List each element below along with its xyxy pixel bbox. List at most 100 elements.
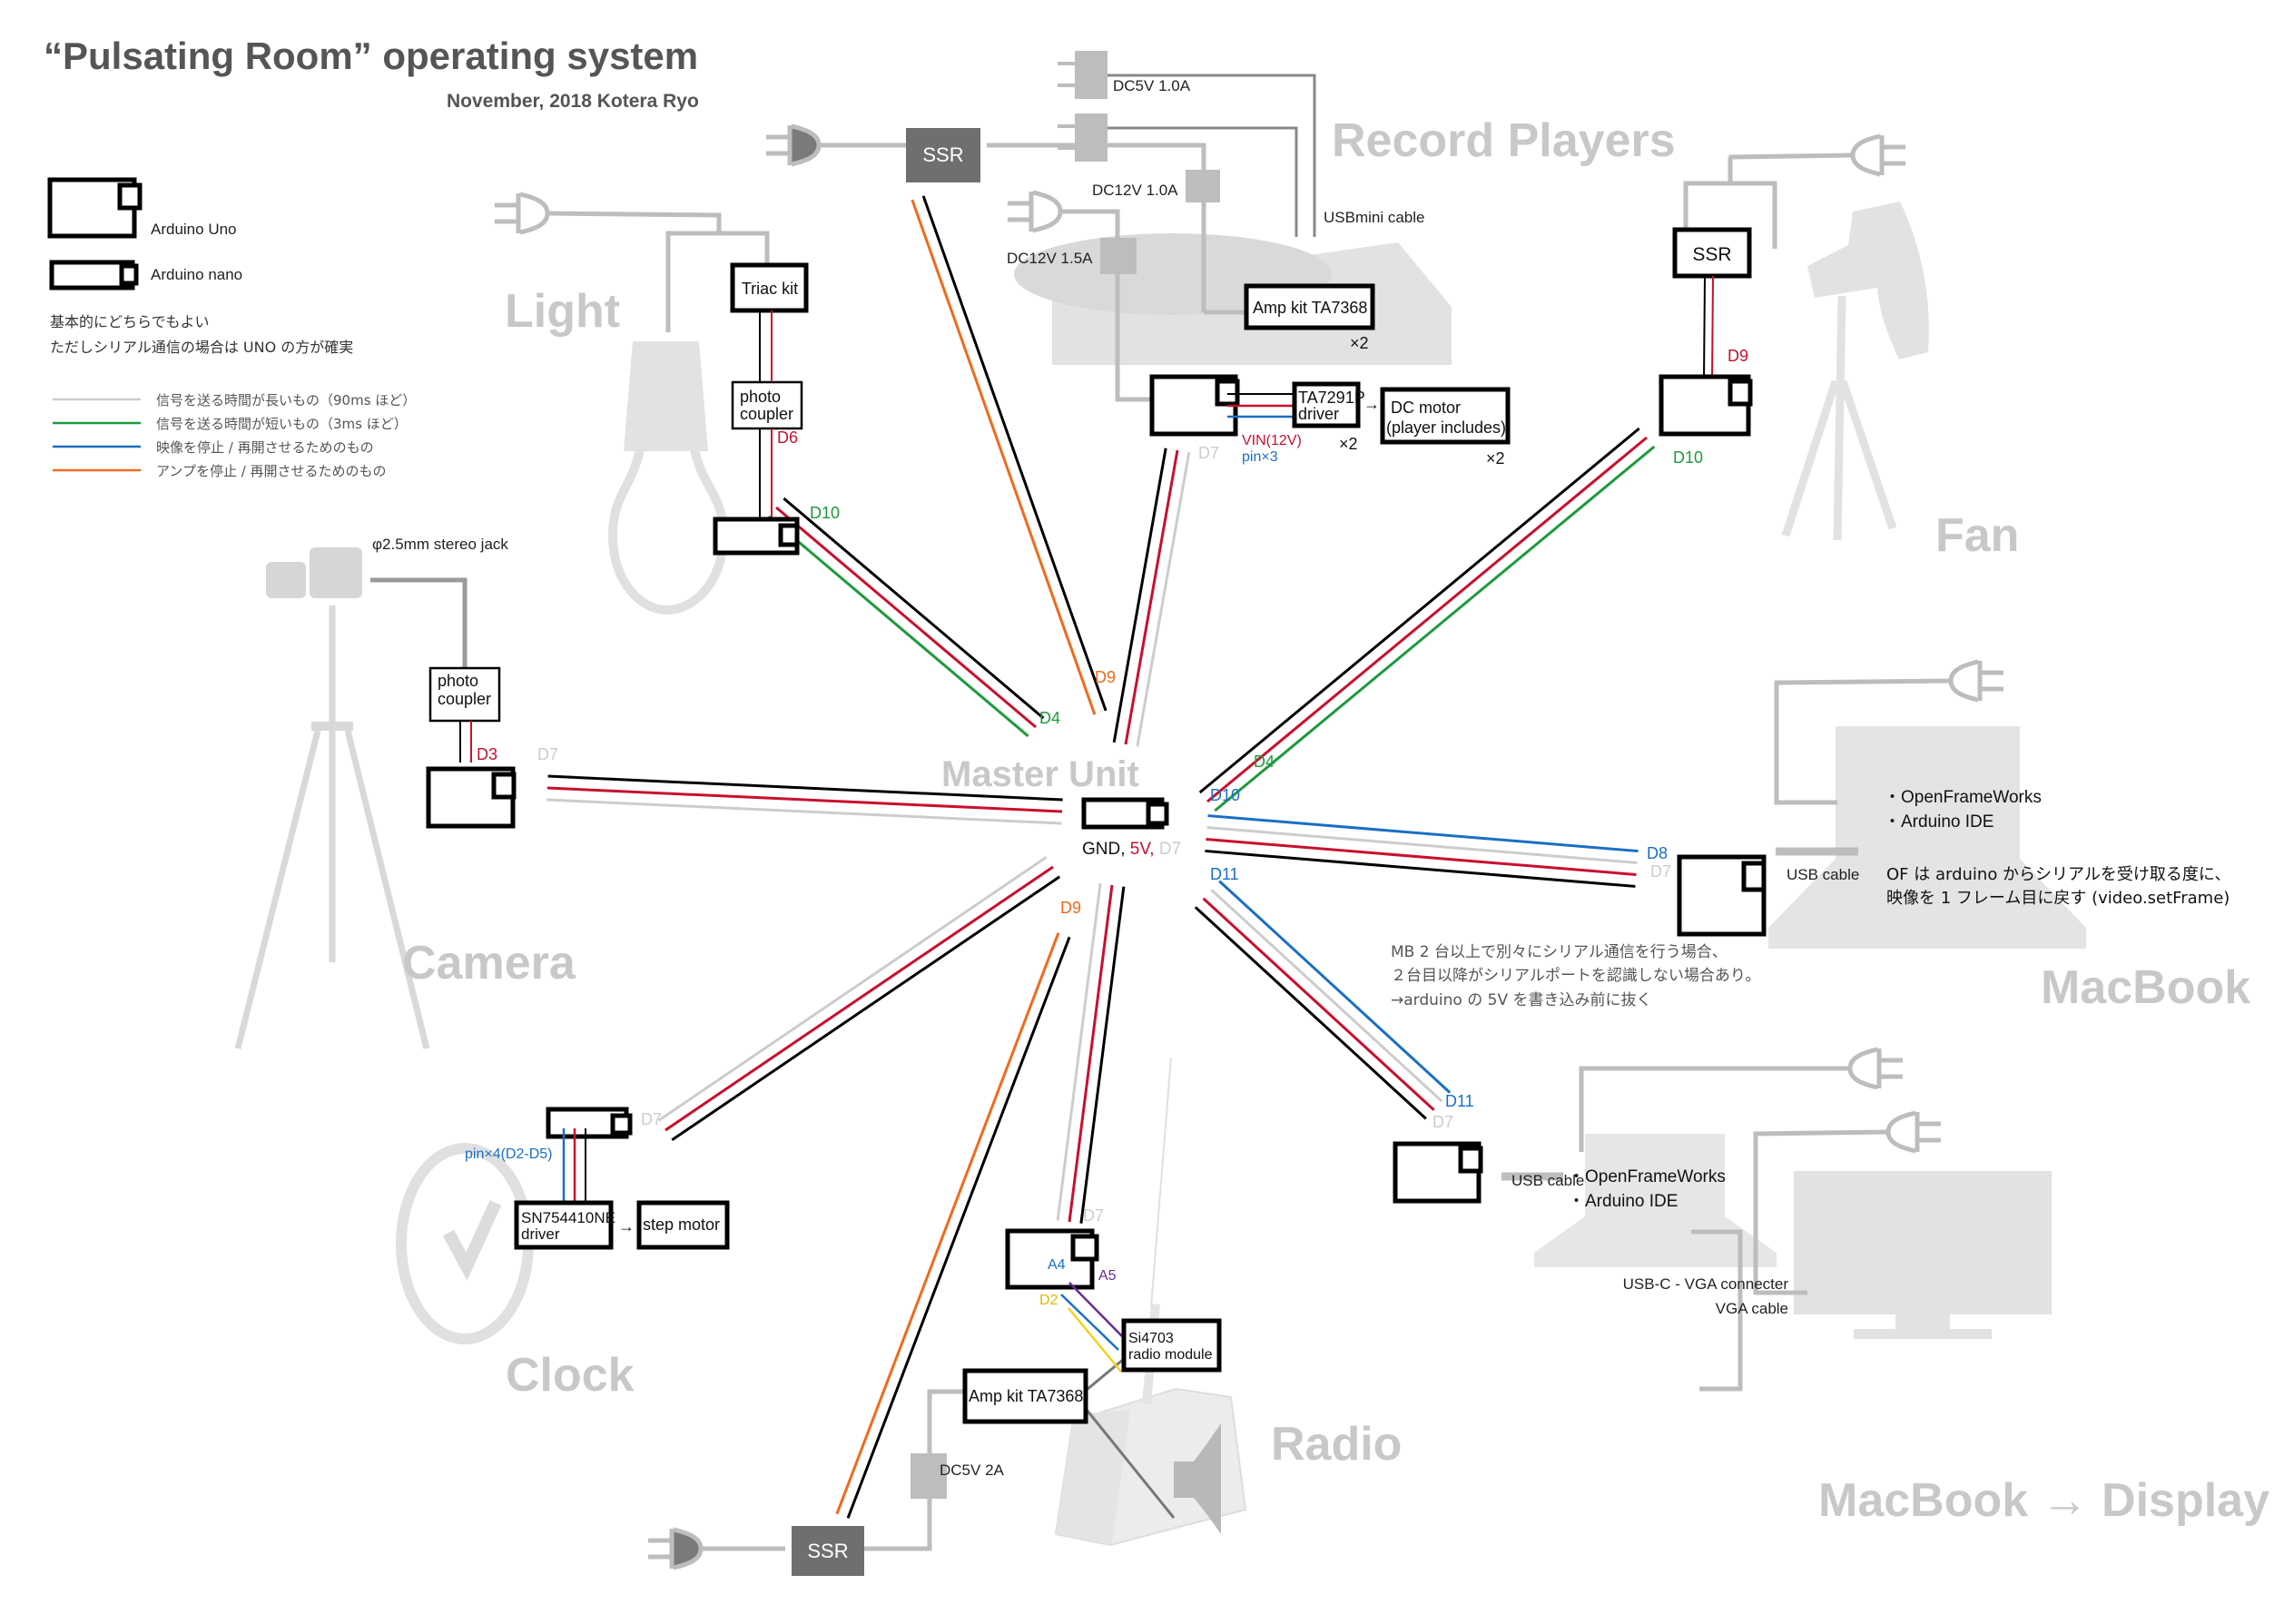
camera-title: Camera: [402, 937, 576, 989]
sn754410ne-driver-box: [514, 1200, 614, 1250]
radio-title: Radio: [1271, 1418, 1402, 1471]
radio-pin-d2: D2: [1039, 1293, 1058, 1308]
legend-line-label: 映像を停止 / 再開させるためのもの: [156, 439, 374, 456]
wire-strand: [1202, 897, 1435, 1111]
record-pins-label: pin×3: [1242, 449, 1278, 465]
serial-note-2: ２台目以降がシリアルポートを認識しない場合あり。: [1391, 967, 1761, 985]
vga-connector-label: USB-C - VGA connecter: [1623, 1275, 1789, 1293]
radio-pin-a5: A5: [1098, 1268, 1117, 1284]
dc12v-15a-label: DC12V 1.5A: [1007, 250, 1093, 267]
legend-uno-label: Arduino Uno: [151, 221, 237, 238]
fan-illustration: [1781, 202, 1929, 541]
wire-strand: [1214, 445, 1656, 812]
triac-kit-label: Triac kit: [742, 280, 798, 298]
ssr-bottom-plug-icon: [648, 1526, 704, 1571]
wire-strand: [1068, 884, 1114, 1223]
light-pin-d6: D6: [777, 428, 798, 447]
display-plug-icon: [1885, 1109, 1941, 1155]
macbook1-software-1: ・OpenFrameWorks: [1884, 788, 2042, 807]
ta7291p-mult: ×2: [1339, 435, 1358, 453]
wire-strand: [1218, 880, 1452, 1094]
clock-pin-d7: D7: [641, 1110, 662, 1128]
light-title: Light: [505, 285, 620, 338]
display-illustration: [1794, 1171, 2052, 1339]
ta7291p-driver-box: [1292, 381, 1361, 428]
wire-strand: [783, 497, 1045, 720]
display-title: MacBook → Display: [1818, 1474, 2269, 1527]
camera-jack-label: φ2.5mm stereo jack: [372, 536, 508, 553]
dc5v-2a-adapter: [911, 1453, 947, 1499]
si4703-label-2: radio module: [1128, 1347, 1213, 1363]
camera-arduino-uno: [426, 766, 516, 829]
usbmini-label: USBmini cable: [1324, 209, 1425, 226]
wire-strand: [546, 786, 1063, 813]
macbook1-module: D10 D8 D7 USB cable ・OpenFrameWorks ・Ard…: [1210, 786, 2230, 937]
wire-strand: [1206, 826, 1638, 865]
wire-strand: [775, 506, 1037, 729]
macbook1-pin-d8: D8: [1647, 844, 1668, 862]
macbook2-pin-master-d11: D11: [1210, 865, 1239, 883]
triac-kit-box: [730, 262, 809, 313]
dc-motor-box: [1380, 387, 1511, 445]
macbook2-illustration: [1534, 1134, 1777, 1267]
master-unit-title: Master Unit: [941, 754, 1139, 794]
wire-ssr-top: [911, 195, 1108, 715]
macbook1-desc-1: OF は arduino からシリアルを受け取る度に、: [1886, 865, 2230, 884]
camera-photo-coupler-box: [428, 666, 501, 723]
wire-strand: [1136, 451, 1191, 747]
macbook2-pin-d11: D11: [1445, 1092, 1474, 1110]
record-plug-icon: [1008, 189, 1063, 234]
legend-note-2: ただしシリアル通信の場合は UNO の方が確実: [50, 339, 353, 356]
macbook2-pin-d7: D7: [1432, 1113, 1453, 1131]
dc-motor-label-1: DC motor: [1391, 399, 1461, 417]
sn754410ne-label-2: driver: [521, 1225, 560, 1243]
ssr-top-plug-icon: [766, 123, 822, 168]
radio-amp-kit-box: [962, 1368, 1088, 1424]
clock-illustration: [396, 1143, 534, 1344]
dc12v-1a-label: DC12V 1.0A: [1092, 182, 1178, 199]
master-pins-label: GND, 5V, D7: [1082, 840, 1181, 859]
record-pin-d7: D7: [1198, 444, 1219, 462]
macbook1-software-2: ・Arduino IDE: [1884, 812, 1994, 832]
power-cords: [370, 74, 1952, 1551]
usb-adapter-2: [1075, 113, 1108, 162]
arduino-nano-icon: [49, 260, 139, 290]
camera-illustration: [234, 547, 430, 1049]
fan-pin-d10: D10: [1673, 448, 1703, 467]
macbook1-pin-d7: D7: [1650, 862, 1671, 881]
ssr-bottom-label: SSR: [807, 1540, 848, 1562]
ssr-bottom: SSR: [792, 1526, 864, 1576]
wire-strand: [921, 195, 1108, 712]
wire-strand: [1079, 886, 1126, 1224]
wire-strand: [911, 199, 1097, 715]
sn754410ne-label-1: SN754410NE: [521, 1209, 615, 1226]
serial-note-3: →arduino の 5V を書き込み前に抜く: [1391, 991, 1651, 1009]
macbook2-software-1: ・OpenFrameWorks: [1568, 1167, 1726, 1186]
wire-strand: [1207, 814, 1639, 853]
wire-strand: [767, 515, 1029, 738]
wire-macbook1: [1205, 814, 1639, 888]
clock-title: Clock: [506, 1349, 635, 1402]
ssr-top-label: SSR: [922, 143, 963, 166]
macbook2-software-2: ・Arduino IDE: [1568, 1192, 1678, 1211]
arduino-uno-icon: [47, 177, 143, 239]
camera-module: φ2.5mm stereo jack photo coupler D3 D7: [372, 536, 558, 829]
legend-note-1: 基本的にどちらでもよい: [50, 313, 210, 330]
macbook1-desc-2: 映像を 1 フレーム目に戻す (video.setFrame): [1886, 889, 2230, 908]
macbook2-plug-icon: [1847, 1046, 1903, 1091]
ssr-bottom-pin-d9: D9: [1060, 899, 1081, 917]
record-amp-kit-box: [1244, 283, 1375, 330]
camera-pin-d3: D3: [477, 745, 497, 763]
vga-cable-label: VGA cable: [1716, 1300, 1788, 1317]
page-subtitle: November, 2018 Kotera Ryo: [447, 91, 699, 112]
si4703-module-box: [1121, 1318, 1222, 1373]
wire-strand: [1124, 449, 1179, 745]
macbook1-usb-label: USB cable: [1787, 866, 1859, 883]
fan-pin-d9: D9: [1728, 347, 1748, 365]
si4703-label-1: Si4703: [1128, 1331, 1174, 1346]
macbook-title: MacBook: [2041, 961, 2250, 1014]
step-motor-box: [636, 1200, 730, 1250]
dc12v-1a-adapter: [1186, 170, 1220, 202]
wire-strand: [547, 774, 1063, 802]
wire-strand: [1194, 906, 1427, 1120]
